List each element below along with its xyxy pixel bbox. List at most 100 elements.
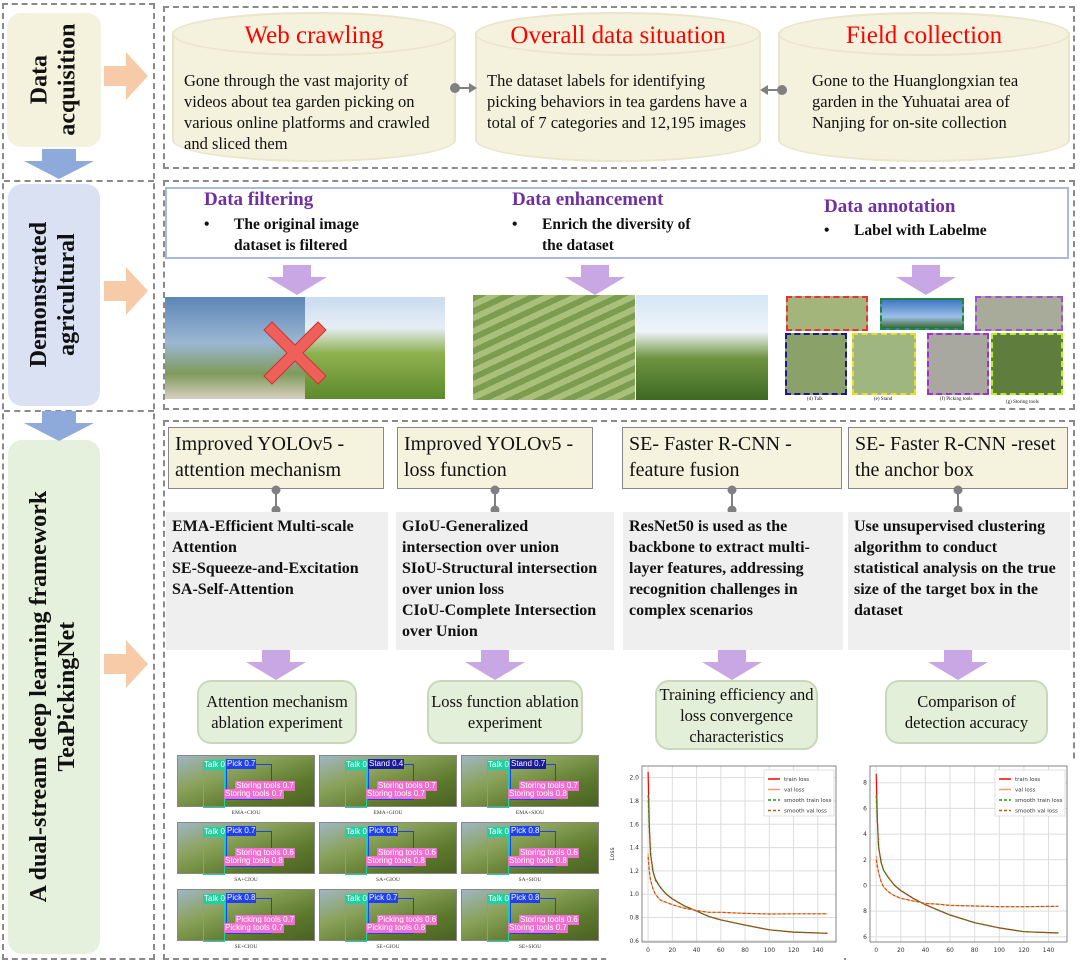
method-description: EMA-Efficient Multi-scale Attention SE-S…	[166, 512, 388, 650]
connector-arrow-icon	[450, 83, 477, 93]
right-arrow-icon	[104, 267, 148, 315]
result-box: Loss function ablation experiment	[427, 680, 583, 744]
detection-label: Storing tools 0.7	[519, 781, 579, 791]
x-tick-label: 100	[764, 947, 776, 954]
processing-bullet: •Enrich the diversity of the dataset	[512, 216, 691, 254]
thumbnail-caption: SA+CIOU	[234, 877, 258, 883]
cylinder-title: Overall data situation	[510, 22, 726, 49]
detection-label: Talk 0	[345, 894, 368, 904]
annotation-caption: (f) Picking tools	[940, 397, 973, 402]
detection-label: Pick 0.8	[510, 826, 541, 836]
down-arrow-icon	[896, 265, 956, 295]
plot-frame	[641, 765, 837, 943]
detection-label: Pick 0.7	[226, 759, 257, 769]
down-arrow-icon	[928, 650, 988, 680]
legend-label: smooth val loss	[1015, 809, 1058, 815]
detection-label: Pick 0.8	[226, 893, 257, 903]
divider	[4, 180, 154, 182]
cylinder-text: Gone to the Huanglongxian tea garden in …	[812, 71, 1019, 132]
detection-label: Picking tools 0.8	[366, 923, 427, 933]
detection-label: Stand 0.7	[510, 759, 547, 769]
series-line-smooth-train-loss	[875, 795, 1059, 934]
label-line: Data	[26, 55, 53, 105]
detection-label: Storing tools 0.6	[519, 915, 579, 925]
series-line-smooth-train-loss	[647, 795, 828, 934]
y-tick-label: 4	[863, 831, 867, 838]
detection-label: Storing tools 0.8	[224, 856, 284, 866]
detection-thumbnail: Talk 0 Pick 0.7 Storing tools 0.7 Storin…	[177, 755, 315, 808]
detection-label: Talk 0	[203, 827, 226, 837]
y-tick-label: 8	[863, 780, 867, 787]
data-processing-panel	[163, 180, 1075, 410]
x-tick-label: 20	[897, 947, 905, 954]
method-description: ResNet50 is used as the backbone to extr…	[623, 512, 843, 650]
detection-label: Storing tools 0.7	[366, 789, 426, 799]
detection-thumbnail: Talk 0 Stand 0.4 Storing tools 0.7 Stori…	[319, 755, 457, 808]
bullet-text: Enrich the diversity of the dataset	[542, 216, 691, 254]
annotation-photo	[786, 296, 868, 331]
processing-title: Data annotation	[824, 196, 956, 217]
processing-header-box	[165, 187, 1069, 259]
result-box: Comparison of detection accuracy	[885, 680, 1048, 744]
thumbnail-caption: EMA+SIOU	[515, 810, 545, 816]
detection-label: Storing tools 0.6	[519, 848, 579, 858]
y-tick-label: 1.0	[629, 891, 639, 898]
legend-label: smooth train loss	[784, 798, 832, 804]
detection-label: Storing tools 0.8	[366, 856, 426, 866]
detection-label: Talk 0	[487, 894, 510, 904]
thumbnail-caption: SE+SIOU	[518, 944, 542, 950]
method-title: SE- Faster R-CNN -feature fusion	[629, 433, 792, 481]
detection-label: Storing tools 0.8	[508, 789, 568, 799]
down-arrow-icon	[465, 650, 525, 680]
y-tick-label: 6	[863, 934, 867, 941]
legend	[763, 769, 835, 817]
annotation-photo	[852, 333, 916, 395]
x-tick-label: 40	[922, 947, 930, 954]
thumbnail-caption: EMA+GIOU	[373, 810, 403, 816]
connector-icon	[271, 485, 281, 515]
x-tick-label: 80	[971, 947, 979, 954]
y-tick-label: 8	[863, 908, 867, 915]
detection-label: Storing tools 0.6	[235, 848, 295, 858]
annotation-photo	[785, 333, 847, 395]
annotation-photo	[991, 333, 1063, 395]
detection-label: Talk 0	[487, 760, 510, 770]
data-acquisition-panel	[163, 6, 1075, 169]
bullet-text: The original image dataset is filtered	[234, 216, 359, 254]
down-arrow-icon	[246, 650, 306, 680]
thumbnail-caption: SE+GIOU	[376, 944, 400, 950]
x-tick-label: 100	[994, 947, 1006, 954]
method-title-box: Improved YOLOv5 -loss function	[397, 427, 593, 489]
legend-label: train loss	[784, 777, 809, 783]
x-tick-label: 140	[812, 947, 824, 954]
enhancement-photo-1	[473, 295, 635, 400]
thumbnail-caption: SE+CIOU	[234, 944, 258, 950]
detection-label: Pick 0.7	[226, 826, 257, 836]
x-tick-label: 60	[717, 947, 725, 954]
x-tick-label: 140	[1043, 947, 1055, 954]
result-label: Loss function ablation experiment	[431, 692, 579, 732]
method-description: GIoU-Generalized intersection over union…	[396, 512, 614, 650]
cylinder-title: Web crawling	[244, 22, 384, 49]
result-label: Training efficiency and loss convergence…	[659, 684, 814, 746]
annotation-caption: (g) Storing tools	[1006, 400, 1039, 405]
detection-label: Picking tools 0.7	[224, 923, 285, 933]
x-tick-label: 40	[693, 947, 701, 954]
method-description: Use unsupervised clustering algorithm to…	[848, 512, 1070, 650]
connector-icon	[953, 485, 963, 515]
x-tick-label: 120	[1018, 947, 1030, 954]
detection-label: Stand 0.4	[368, 759, 405, 769]
detection-label: Picking tools 0.6	[377, 915, 438, 925]
result-label: Comparison of detection accuracy	[904, 692, 1029, 732]
x-tick-label: 60	[946, 947, 954, 954]
right-arrow-icon	[104, 640, 148, 688]
y-tick-label: 2	[863, 857, 867, 864]
detection-label: Talk 0	[345, 827, 368, 837]
plot-frame	[869, 765, 1068, 943]
